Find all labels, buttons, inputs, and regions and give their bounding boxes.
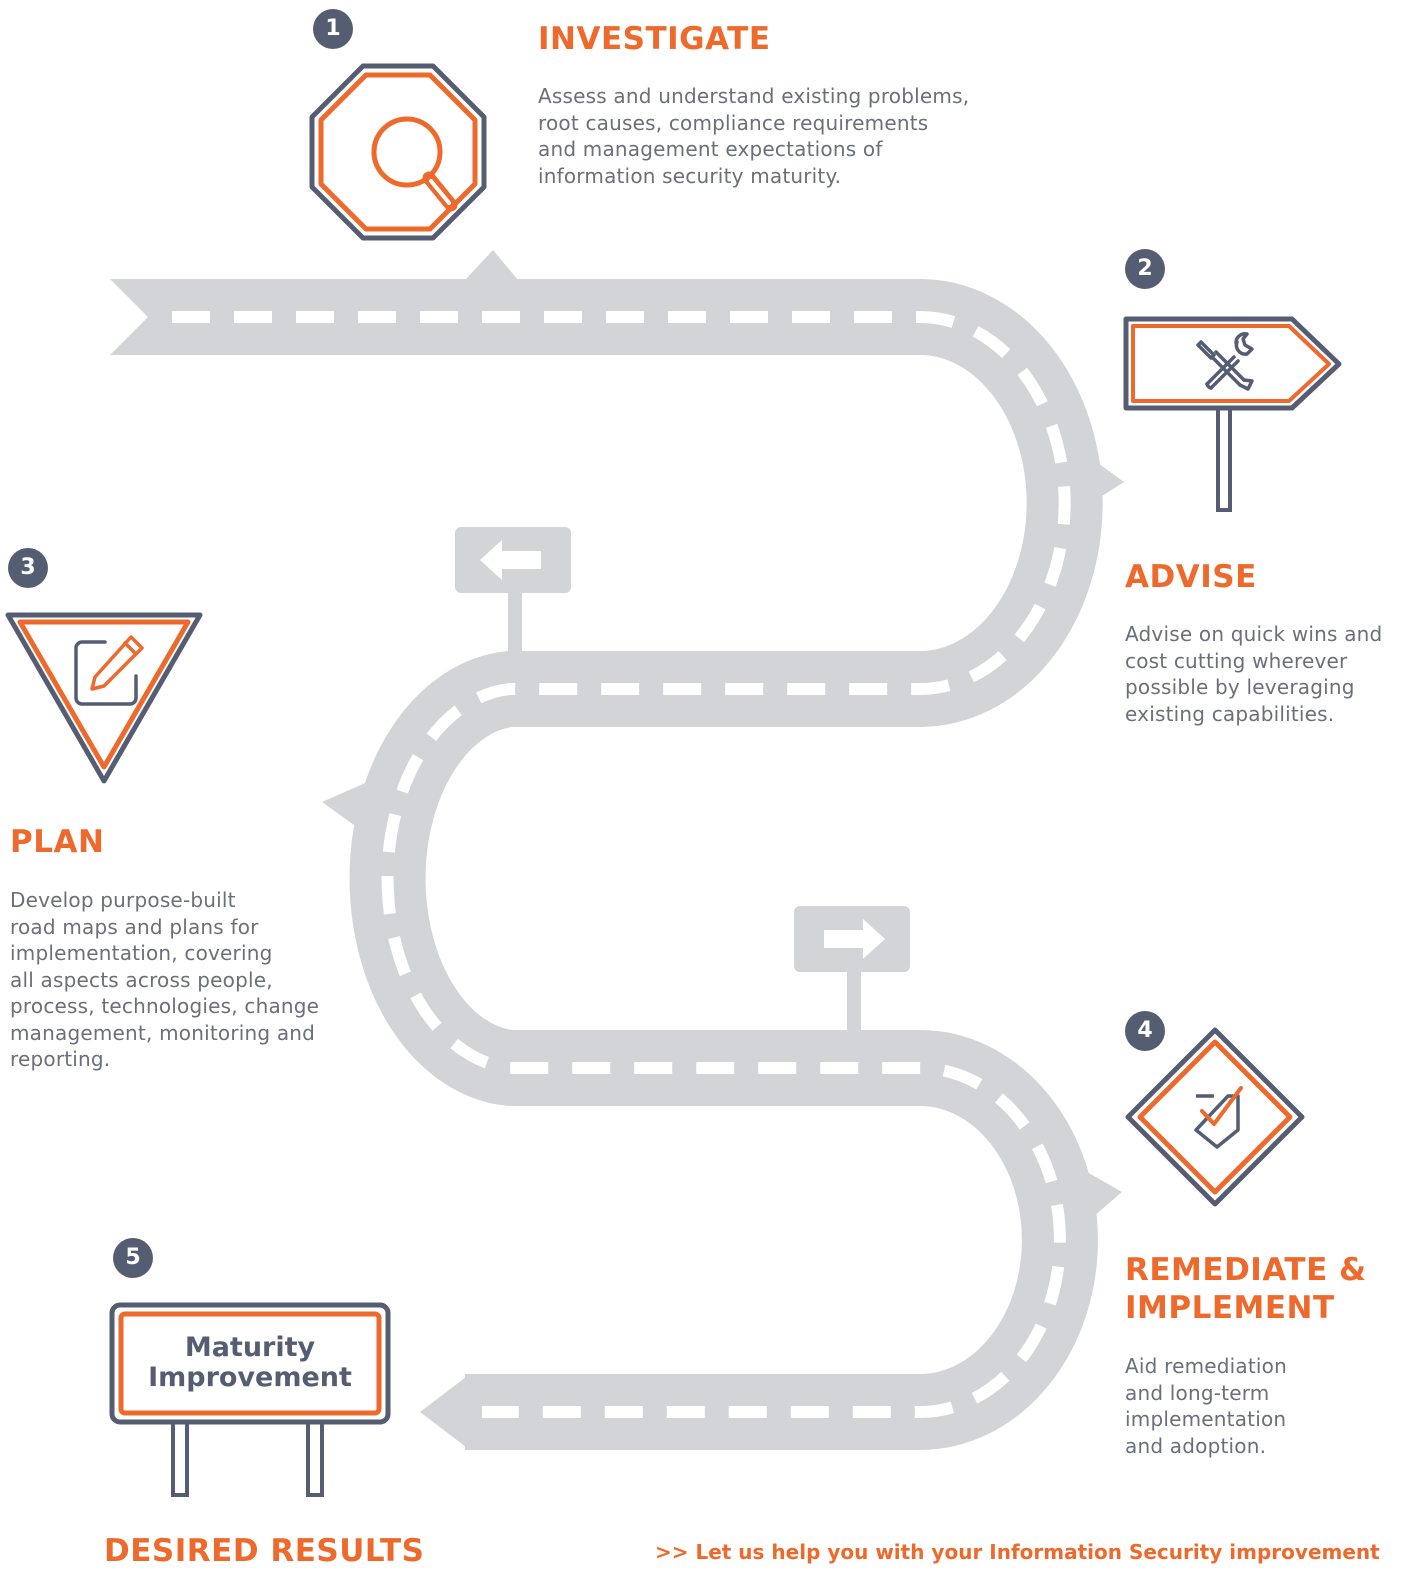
wrench-screwdriver-icon [1196,332,1254,391]
step-5-title: DESIRED RESULTS [104,1533,425,1569]
winding-road [110,250,1124,1450]
step-2-description: Advise on quick wins and cost cutting wh… [1125,622,1383,726]
road-sign-right [794,906,910,1036]
yield-sign [5,612,203,784]
step-4-title: REMEDIATE & IMPLEMENT [1125,1252,1367,1326]
direction-arrow-sign [1123,316,1342,512]
billboard-sign [109,1302,391,1497]
arrow-left-icon [480,540,541,580]
diamond-sign [1125,1027,1305,1207]
step-2-badge: 2 [1125,249,1165,289]
arrow-right-icon [824,919,885,959]
billboard-text: Maturity Improvement [148,1332,352,1393]
step-5-badge: 5 [113,1238,153,1278]
step-3-title: PLAN [10,824,105,860]
road-sign-left [455,527,571,655]
magnifier-icon [371,116,458,212]
step-4-description: Aid remediation and long-term implementa… [1125,1354,1287,1458]
cta-link[interactable]: >> Let us help you with your Information… [655,1540,1380,1564]
step-2-title: ADVISE [1125,559,1257,595]
pencil-edit-icon [74,640,138,706]
step-3-description: Develop purpose-built road maps and plan… [10,888,320,1071]
step-1-title: INVESTIGATE [538,21,771,57]
step-1-description: Assess and understand existing problems,… [538,84,970,188]
step-4-badge: 4 [1125,1011,1165,1051]
stop-sign [309,63,487,241]
step-3-badge: 3 [8,548,48,588]
step-1-badge: 1 [313,9,353,49]
shield-check-icon [1194,1086,1243,1149]
